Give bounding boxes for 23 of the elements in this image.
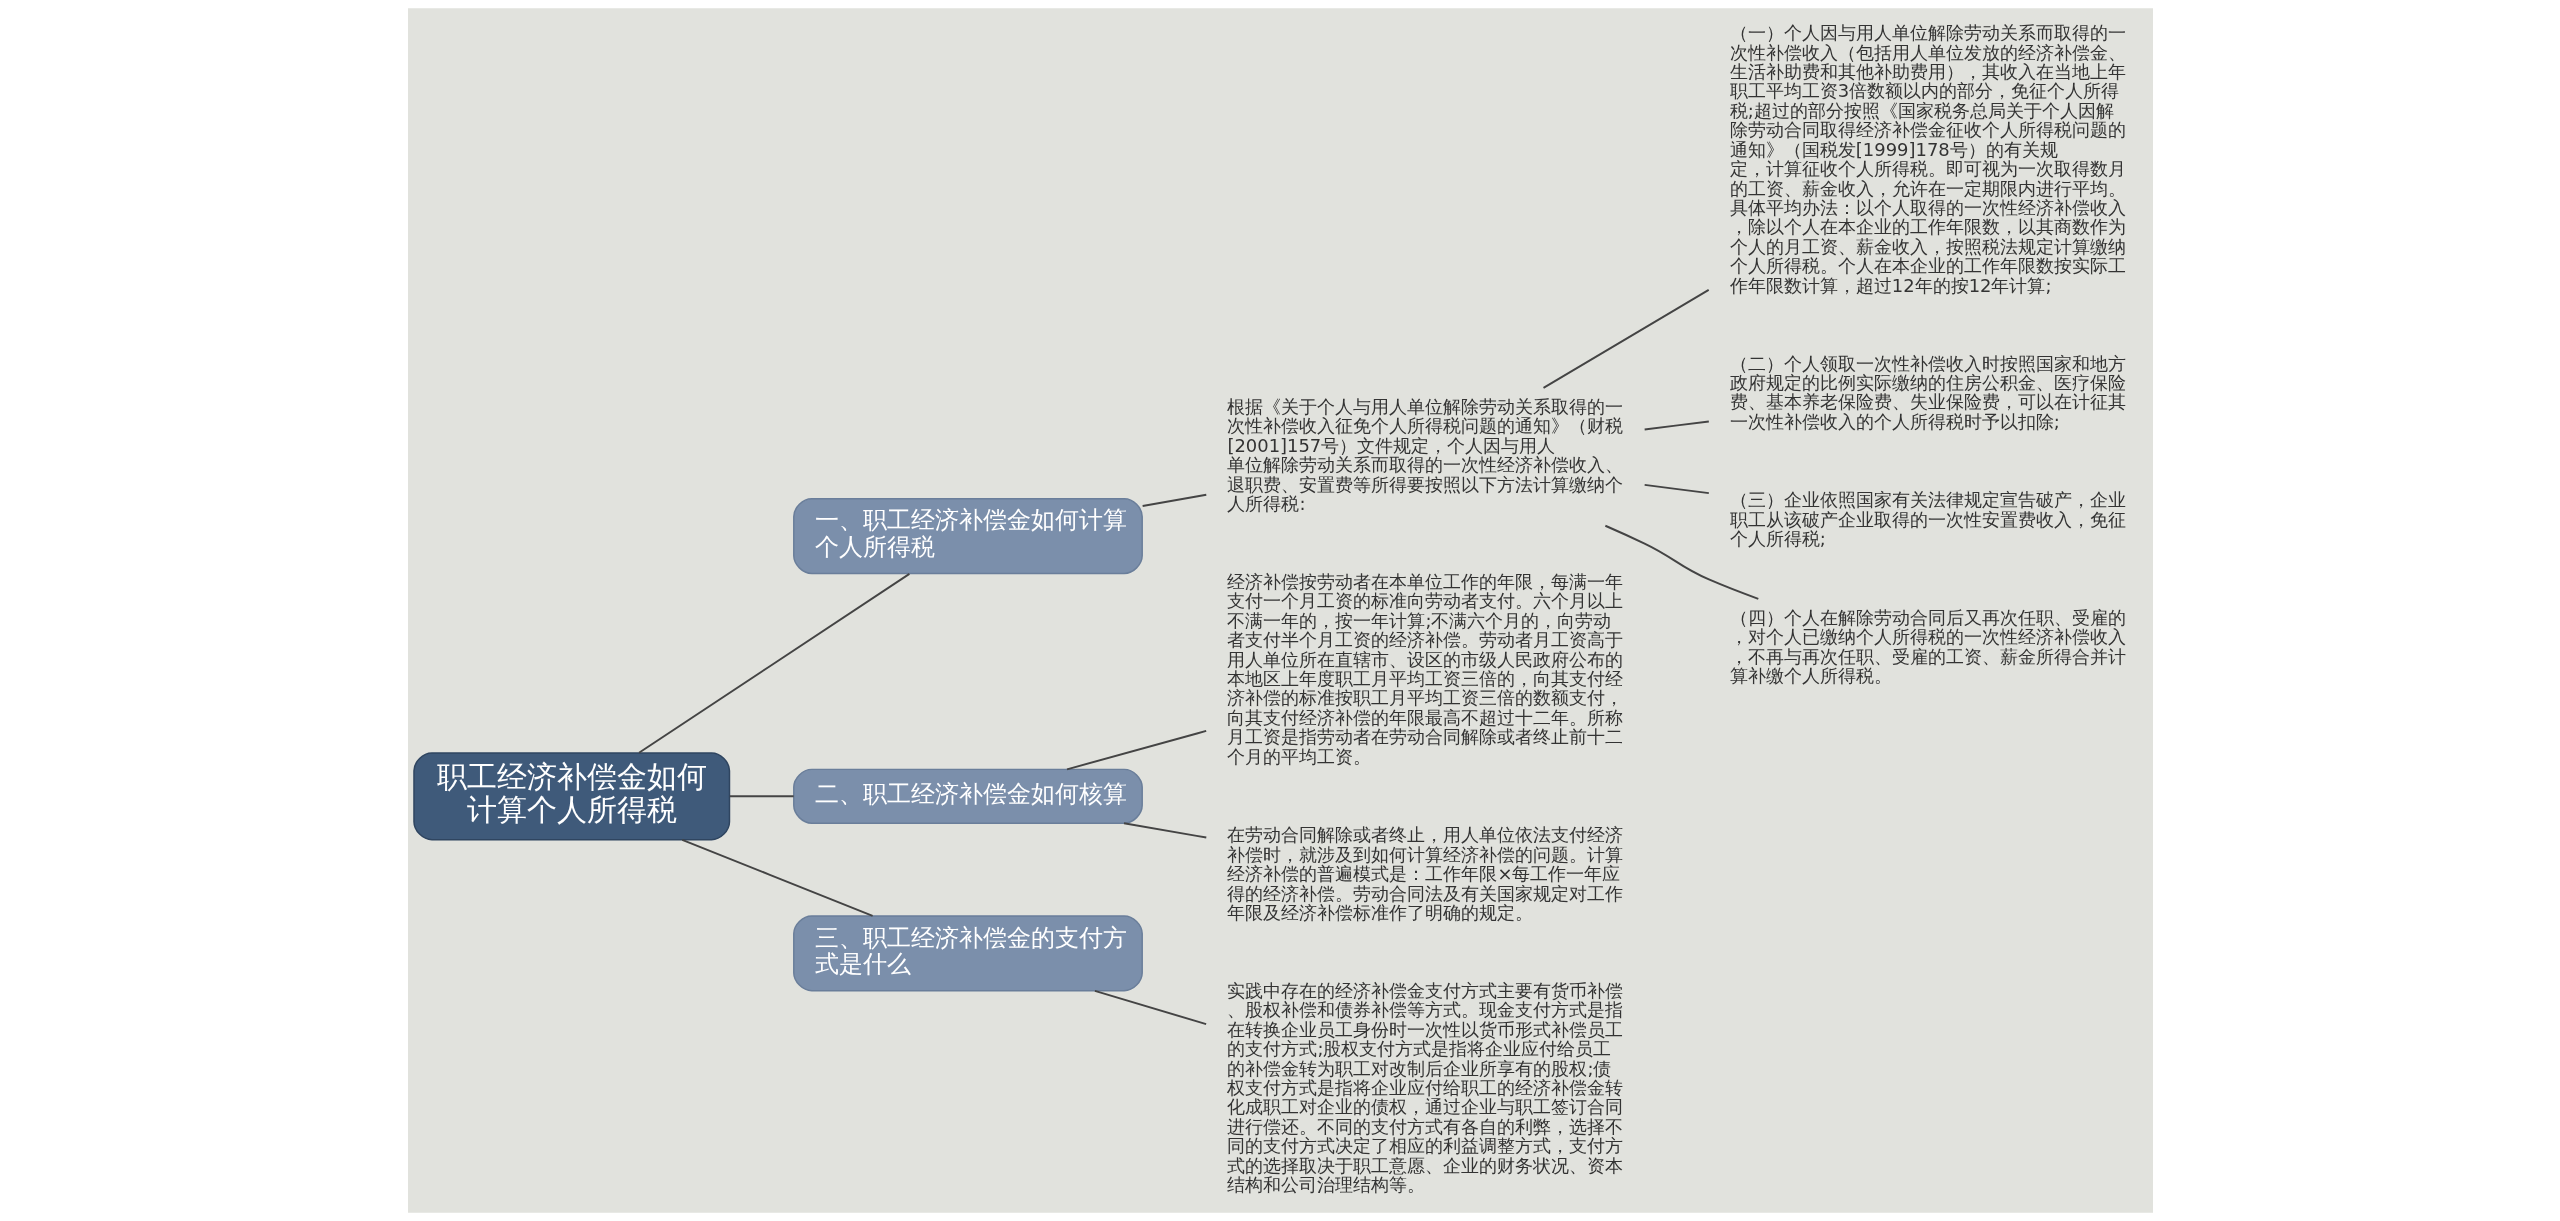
connector: [1643, 483, 1710, 495]
node-text: 经济补偿按劳动者在本单位工作的年限，每满一年支付一个月工资的标准向劳动者支付。六个月以上不满一年的，按一年计算;不满六个月的，向劳动者支付半个月工资的经济补偿。劳动者月工资高于用人单位所在直辖市、设区的市级人民政府公布的本地区上年度职工月平均工资三倍的，向其支付经济补偿的标准按职工月平均工资三倍的数额支付，向其支付经济补偿的年限最高不超过十二年。所称月工资是指劳动者在劳动合同解除或者终止前十二个月的平均工资。: [1226, 570, 1623, 767]
node-text: 根据《关于个人与用人单位解除劳动关系取得的一次性补偿收入征免个人所得税问题的通知》（财税[2001]157号）文件规定，个人因与用人单位解除劳动关系而取得的一次性经济补偿收入、退职费、安置费等所得要按照以下方法计算缴纳个人所得税:: [1226, 395, 1623, 515]
node-box: 三、职工经济补偿金的支付方式是什么: [792, 915, 1143, 992]
node-box: 一、职工经济补偿金如何计算个人所得税: [792, 498, 1143, 575]
connector: [680, 838, 874, 917]
node-text: （一）个人因与用人单位解除劳动关系而取得的一次性补偿收入（包括用人单位发放的经济补偿金、生活补助费和其他补助费用），其收入在当地上年职工平均工资3倍数额以内的部分，免征个人所得税;超过的部分按照《国家税务总局关于个人因解除劳动合同取得经济补偿金征收个人所得税问题的通知》（国税发[1999]178号）的有关规定，计算征收个人所得税。即可视为一次取得数月的工资、薪金收入，允许在一定期限内进行平均。具体平均办法：以个人取得的一次性经济补偿收入，除以个人在本企业的工作年限数，以其商数作为个人的月工资、薪金收入，按照税法规定计算缴纳个人所得税。个人在本企业的工作年限数按实际工作年限数计算，超过12年的按12年计算;: [1729, 22, 2126, 296]
connector: [1141, 493, 1207, 507]
node-box: 职工经济补偿金如何计算个人所得税: [412, 752, 730, 841]
node-text: （三）企业依照国家有关法律规定宣告破产，企业职工从该破产企业取得的一次性安置费收入，免征个人所得税;: [1729, 489, 2126, 550]
connector: [637, 572, 910, 754]
connector: [1603, 524, 1759, 600]
connector: [1122, 822, 1207, 839]
node-text: 实践中存在的经济补偿金支付方式主要有货币补偿、股权补偿和债券补偿等方式。现金支付方式是指在转换企业员工身份时一次性以货币形式补偿员工的支付方式;股权支付方式是指将企业应付给员工的补偿金转为职工对改制后企业所享有的股权;债权支付方式是指将企业应付给职工的经济补偿金转化成职工对企业的债权，通过企业与职工签订合同进行偿还。不同的支付方式有各自的利弊，选择不同的支付方式决定了相应的利益调整方式，支付方式的选择取决于职工意愿、企业的财务状况、资本结构和公司治理结构等。: [1226, 979, 1623, 1196]
node-text: 在劳动合同解除或者终止，用人单位依法支付经济补偿时，就涉及到如何计算经济补偿的问题。计算经济补偿的普遍模式是：工作年限×每工作一年应得的经济补偿。劳动合同法及有关国家规定对工作年限及经济补偿标准作了明确的规定。: [1226, 824, 1623, 924]
connector: [1093, 989, 1207, 1026]
node-text: （二）个人领取一次性补偿收入时按照国家和地方政府规定的比例实际缴纳的住房公积金、医疗保险费、基本养老保险费、失业保险费，可以在计征其一次性补偿收入的个人所得税时予以扣除;: [1729, 352, 2126, 432]
node-text: （四）个人在解除劳动合同后又再次任职、受雇的，对个人已缴纳个人所得税的一次性经济补偿收入，不再与再次任职、受雇的工资、薪金所得合并计算补缴个人所得税。: [1729, 606, 2126, 687]
node-box: 二、职工经济补偿金如何核算: [792, 768, 1143, 824]
connector: [728, 795, 795, 798]
connector: [1065, 729, 1207, 771]
connector: [1643, 420, 1710, 431]
connector: [1542, 288, 1710, 389]
